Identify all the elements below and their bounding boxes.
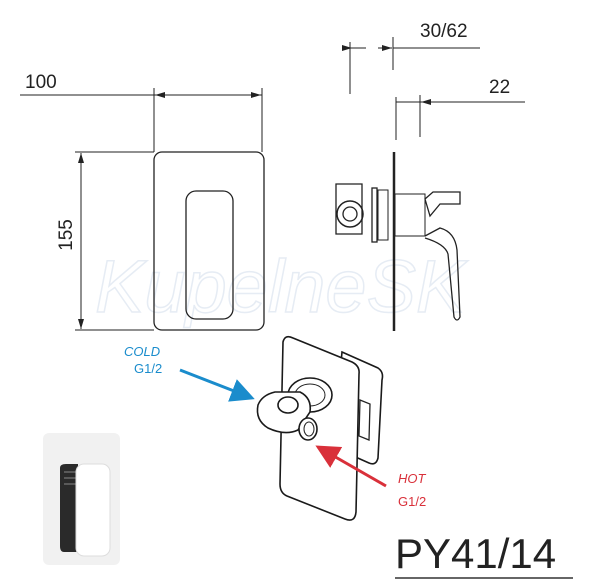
model-code: PY41/14 <box>395 530 556 577</box>
side-view <box>335 37 525 331</box>
height-dimension: 155 <box>56 219 77 251</box>
isometric-view <box>256 335 384 521</box>
depth-range-dimension: 30/62 <box>420 21 468 42</box>
handle-depth-dimension: 22 <box>489 77 510 98</box>
width-dimension: 100 <box>25 72 57 93</box>
cold-arrow <box>179 368 255 402</box>
cold-thread: G1/2 <box>134 361 162 376</box>
hot-arrow <box>315 445 387 488</box>
front-view <box>20 88 265 331</box>
hot-label: HOT <box>398 471 427 486</box>
product-photo <box>43 433 120 565</box>
hot-thread: G1/2 <box>398 494 426 509</box>
cold-label: COLD <box>124 344 160 359</box>
watermark: KupelneSK <box>95 245 469 328</box>
